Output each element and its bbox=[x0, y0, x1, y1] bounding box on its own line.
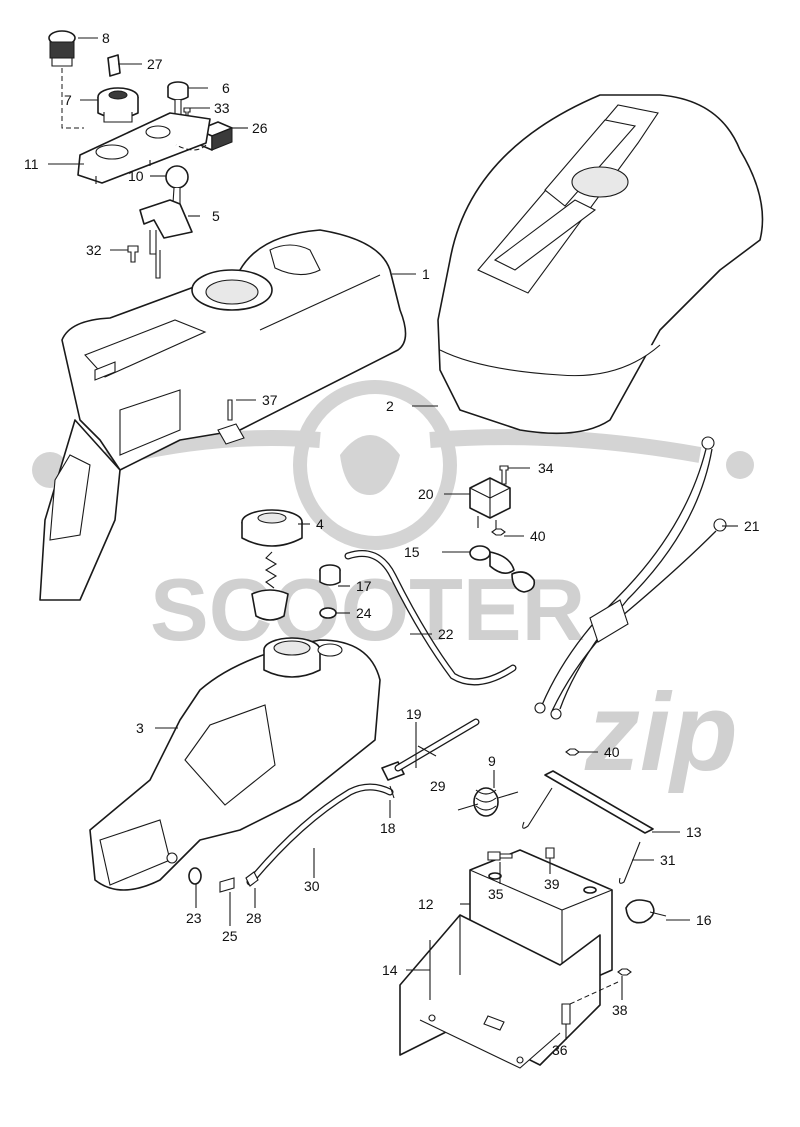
callout-38: 38 bbox=[612, 1002, 628, 1018]
spring-9 bbox=[457, 787, 519, 817]
callout-35: 35 bbox=[488, 886, 504, 902]
callout-39: 39 bbox=[544, 876, 560, 892]
washer-24 bbox=[319, 607, 337, 619]
nut-39 bbox=[545, 847, 555, 859]
callout-32: 32 bbox=[86, 242, 102, 258]
callout-13: 13 bbox=[686, 824, 702, 840]
clip-28 bbox=[245, 871, 259, 887]
nut-40b bbox=[565, 748, 580, 756]
callout-40b: 40 bbox=[604, 744, 620, 760]
bolt-32 bbox=[127, 245, 139, 263]
callout-36: 36 bbox=[552, 1042, 568, 1058]
grommet-23 bbox=[188, 867, 202, 885]
callout-33: 33 bbox=[214, 100, 230, 116]
callout-29: 29 bbox=[430, 778, 446, 794]
scooterzip-watermark: SCOOTER zip bbox=[32, 380, 754, 794]
callout-16: 16 bbox=[696, 912, 712, 928]
callout-20: 20 bbox=[418, 486, 434, 502]
callout-14: 14 bbox=[382, 962, 398, 978]
nut-38 bbox=[617, 968, 632, 976]
bracket-5 bbox=[139, 199, 193, 279]
callout-34: 34 bbox=[538, 460, 554, 476]
cable-21 bbox=[534, 436, 727, 720]
callout-numbers: 8 27 6 7 33 26 11 10 5 32 1 2 37 4 34 20… bbox=[24, 30, 760, 1058]
assembly-line-11-7 bbox=[61, 68, 84, 129]
callout-12: 12 bbox=[418, 896, 434, 912]
cap-tether bbox=[264, 551, 278, 589]
key-switch-7 bbox=[97, 87, 139, 123]
callout-10: 10 bbox=[128, 168, 144, 184]
callout-24: 24 bbox=[356, 605, 372, 621]
rear-console-2 bbox=[437, 94, 764, 435]
callout-37: 37 bbox=[262, 392, 278, 408]
callout-31: 31 bbox=[660, 852, 676, 868]
callout-3: 3 bbox=[136, 720, 144, 736]
valve-17 bbox=[319, 564, 341, 586]
bracket-13 bbox=[522, 770, 654, 884]
bolt-35 bbox=[487, 851, 513, 861]
bracket-37 bbox=[217, 399, 245, 445]
terminal-cap-16 bbox=[625, 899, 667, 924]
callout-5: 5 bbox=[212, 208, 220, 224]
panel-11 bbox=[77, 112, 211, 184]
assembly-line-26 bbox=[175, 144, 207, 151]
callout-28: 28 bbox=[246, 910, 262, 926]
callout-22: 22 bbox=[438, 626, 454, 642]
callout-8: 8 bbox=[102, 30, 110, 46]
callout-26: 26 bbox=[252, 120, 268, 136]
callout-18: 18 bbox=[380, 820, 396, 836]
center-console-1 bbox=[39, 229, 407, 601]
callout-27: 27 bbox=[147, 56, 163, 72]
switch-8 bbox=[48, 30, 76, 67]
fuel-tank-3 bbox=[89, 637, 381, 891]
callout-30: 30 bbox=[304, 878, 320, 894]
callout-2: 2 bbox=[386, 398, 394, 414]
callout-17: 17 bbox=[356, 578, 372, 594]
nut-40a bbox=[491, 528, 506, 536]
callout-21: 21 bbox=[744, 518, 760, 534]
callout-11: 11 bbox=[24, 156, 39, 172]
callout-40a: 40 bbox=[530, 528, 546, 544]
clip-27 bbox=[107, 54, 121, 77]
callout-9: 9 bbox=[488, 753, 496, 769]
callout-25: 25 bbox=[222, 928, 238, 944]
callout-19: 19 bbox=[406, 706, 422, 722]
assembly-line-36-38 bbox=[569, 981, 619, 1005]
fuel-cap-4 bbox=[241, 509, 303, 547]
callout-1: 1 bbox=[422, 266, 430, 282]
fitting-25 bbox=[219, 877, 235, 893]
fuel-filter bbox=[251, 589, 289, 621]
bolt-36 bbox=[561, 1003, 571, 1025]
leader-lines bbox=[48, 37, 738, 1040]
relay-20 bbox=[469, 477, 511, 532]
connector-15 bbox=[469, 545, 536, 593]
callout-4: 4 bbox=[316, 516, 324, 532]
callout-15: 15 bbox=[404, 544, 420, 560]
battery-tray-14 bbox=[399, 914, 601, 1069]
watermark-script: zip bbox=[584, 671, 738, 794]
callout-6: 6 bbox=[222, 80, 230, 96]
bolt-34 bbox=[499, 465, 509, 485]
callout-7: 7 bbox=[64, 92, 72, 108]
callout-23: 23 bbox=[186, 910, 202, 926]
